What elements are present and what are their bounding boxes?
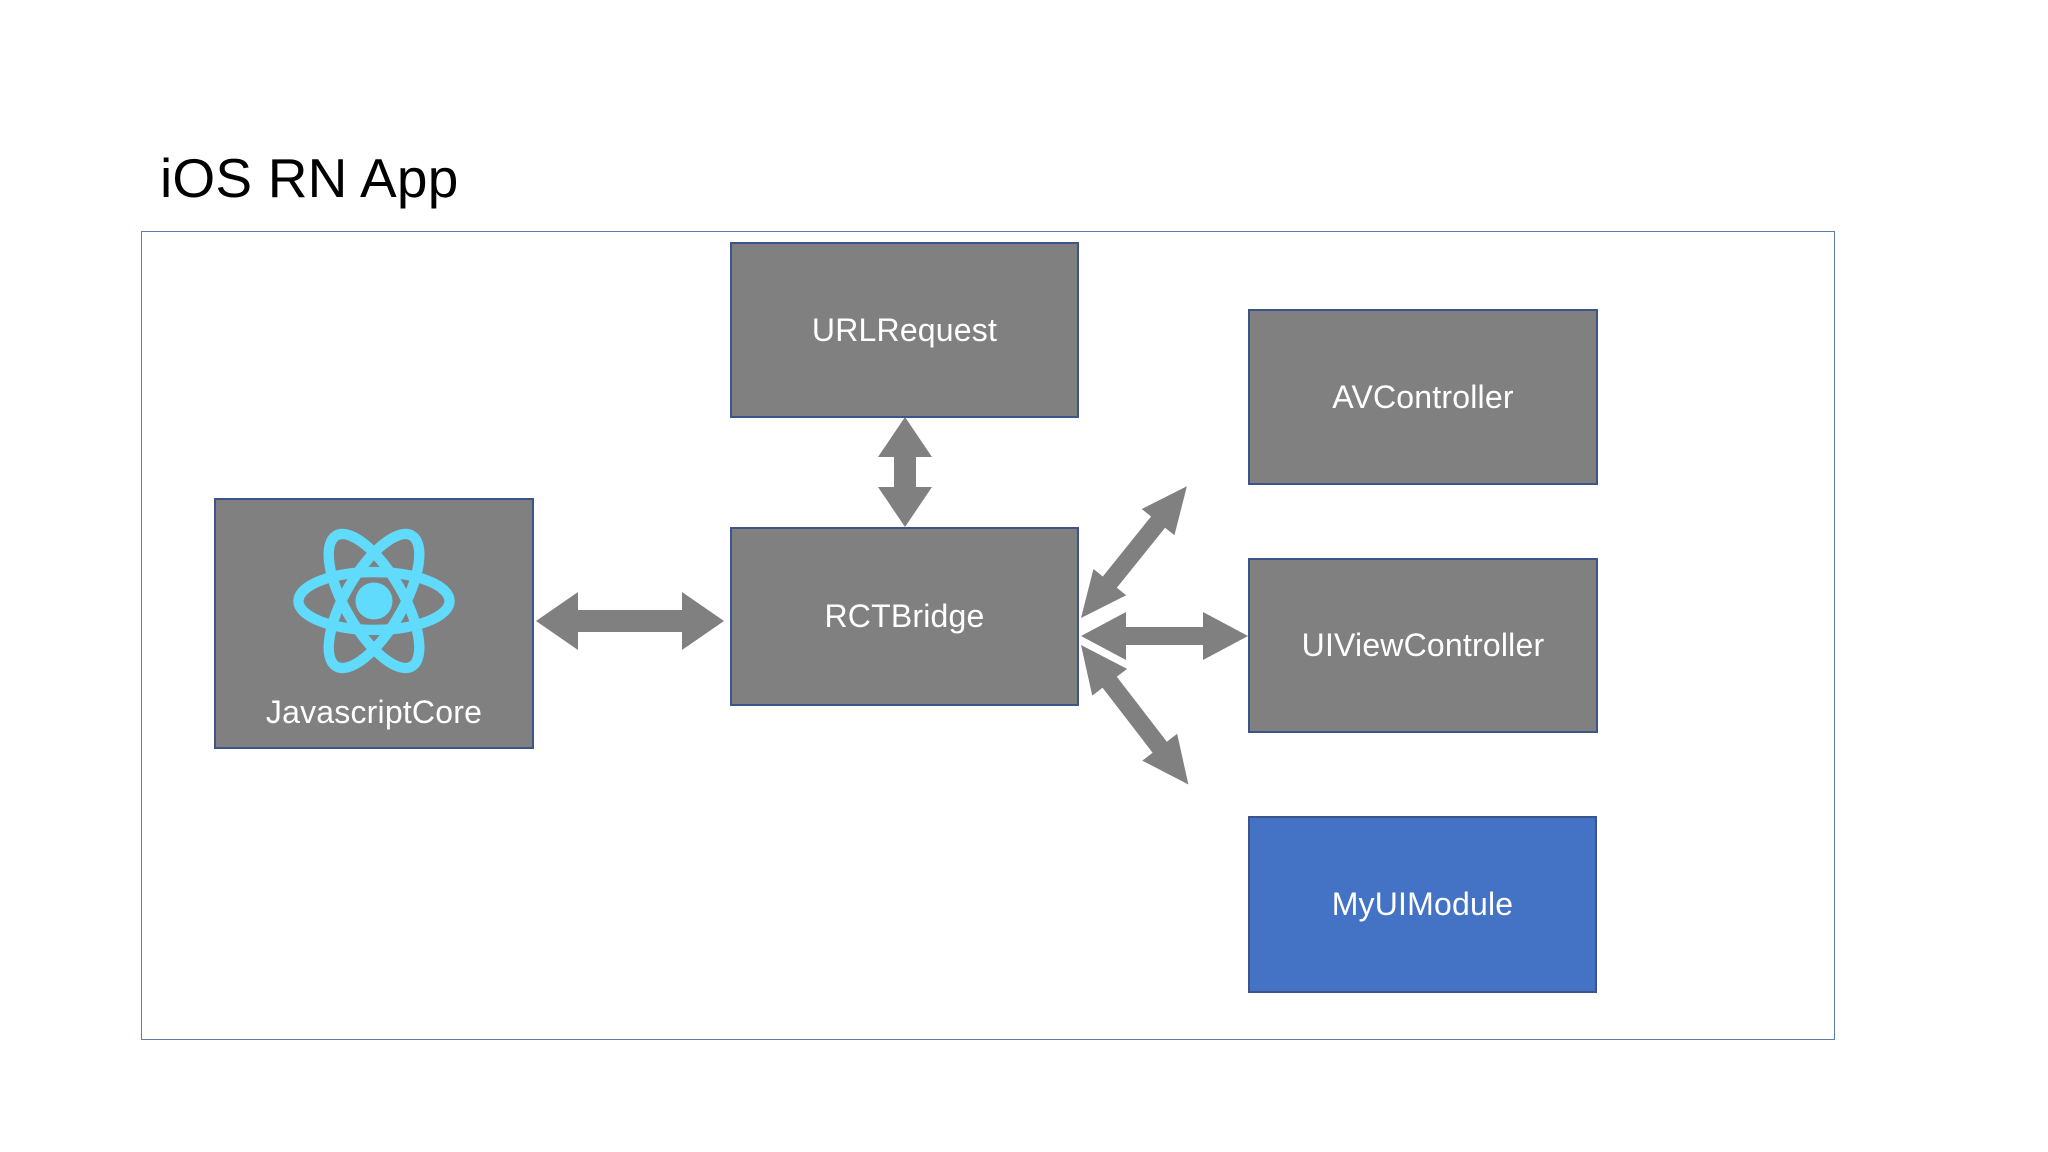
node-avcontroller-label: AVController xyxy=(1332,378,1514,415)
node-javascriptcore[interactable]: JavascriptCore xyxy=(214,498,534,749)
react-logo-icon xyxy=(216,500,532,694)
node-myuimodule[interactable]: MyUIModule xyxy=(1248,816,1597,993)
node-urlrequest-label: URLRequest xyxy=(811,311,998,348)
page-title: iOS RN App xyxy=(160,147,459,209)
node-rctbridge-label: RCTBridge xyxy=(824,598,985,634)
node-urlrequest[interactable]: URLRequest xyxy=(730,242,1079,418)
node-javascriptcore-label: JavascriptCore xyxy=(265,694,483,730)
node-uiviewcontroller[interactable]: UIViewController xyxy=(1248,558,1598,733)
node-uiviewcontroller-label: UIViewController xyxy=(1301,627,1545,663)
node-avcontroller[interactable]: AVController xyxy=(1248,309,1598,485)
node-rctbridge[interactable]: RCTBridge xyxy=(730,527,1079,706)
node-myuimodule-label: MyUIModule xyxy=(1331,886,1514,922)
